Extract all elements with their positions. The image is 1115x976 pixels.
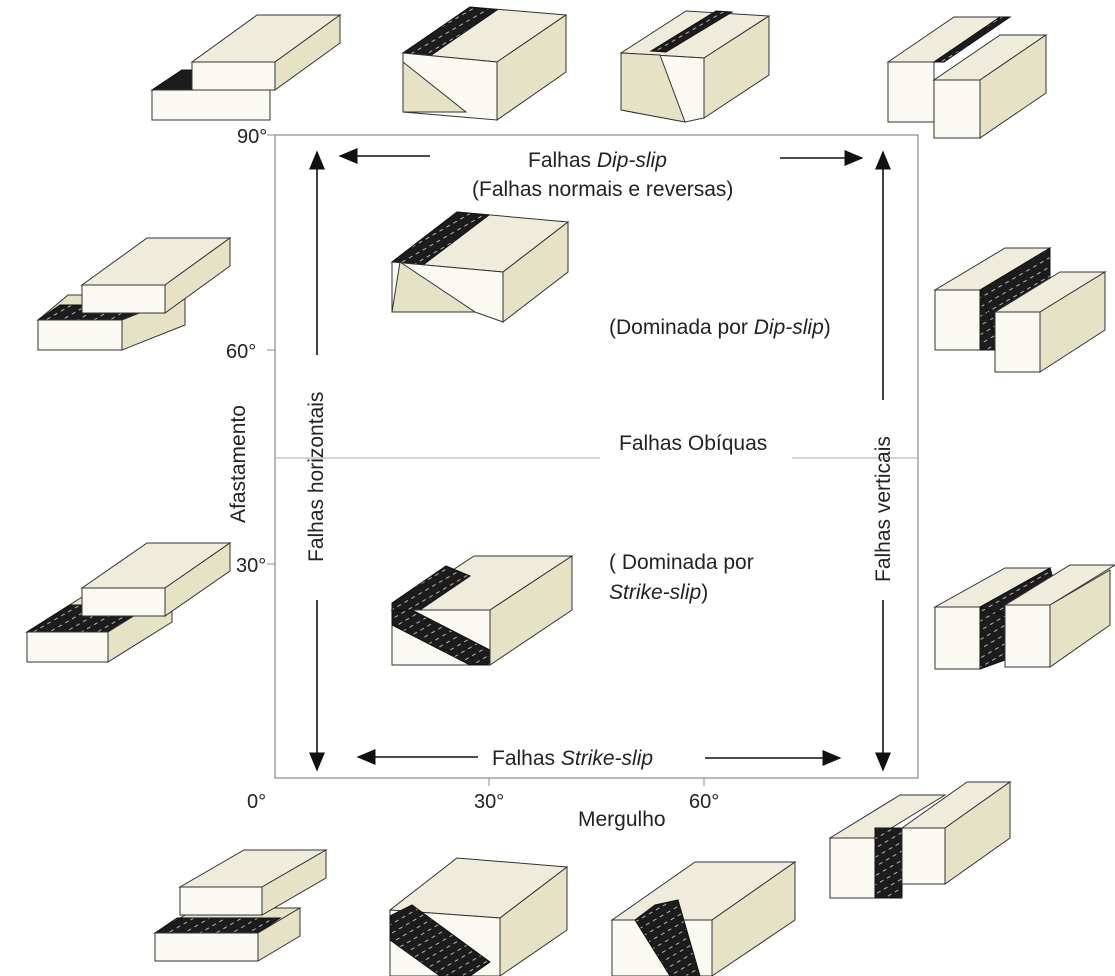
block-left-30 [25,542,232,663]
tick-marks [267,134,705,786]
vertical-faults-label: Falhas verticais [872,436,895,582]
block-top-horizontal [150,14,342,121]
y-tick-90: 90° [237,126,267,148]
block-bottom-vertical [828,781,1012,899]
dip-slip-subtitle: (Falhas normais e reversas) [472,178,733,201]
block-right-30 [933,564,1115,670]
y-tick-60: 60° [226,341,256,363]
block-center-dip [390,211,570,324]
x-tick-60: 60° [689,791,719,813]
block-left-60 [36,237,232,351]
block-bottom-horizontal [153,849,328,962]
block-top-normal-b [619,10,771,123]
dip-slip-title: Falhas Dip-slip [528,149,667,172]
plot-frame [274,134,919,779]
x-axis-label: Mergulho [578,808,666,831]
dominated-strike-label-line2: Strike-slip) [609,581,708,604]
arrows [309,148,891,772]
dominated-dip-label: (Dominada por Dip-slip) [609,316,831,339]
y-tick-30: 30° [236,555,266,577]
oblique-label: Falhas Obíquas [619,432,767,455]
x-tick-30: 30° [474,791,504,813]
block-bottom-dip-60 [610,861,797,976]
strike-slip-title: Falhas Strike-slip [492,747,653,770]
dominated-strike-label-line1: ( Dominada por [609,551,754,574]
horizontal-faults-label: Falhas horizontais [305,392,328,562]
block-center-strike [390,555,574,666]
block-right-60 [933,247,1107,373]
origin-tick: 0° [247,791,266,813]
block-top-vertical [886,16,1048,139]
y-axis-label: Afastamento [227,405,250,523]
block-bottom-dip-30 [388,857,569,976]
block-top-normal-a [401,6,568,121]
